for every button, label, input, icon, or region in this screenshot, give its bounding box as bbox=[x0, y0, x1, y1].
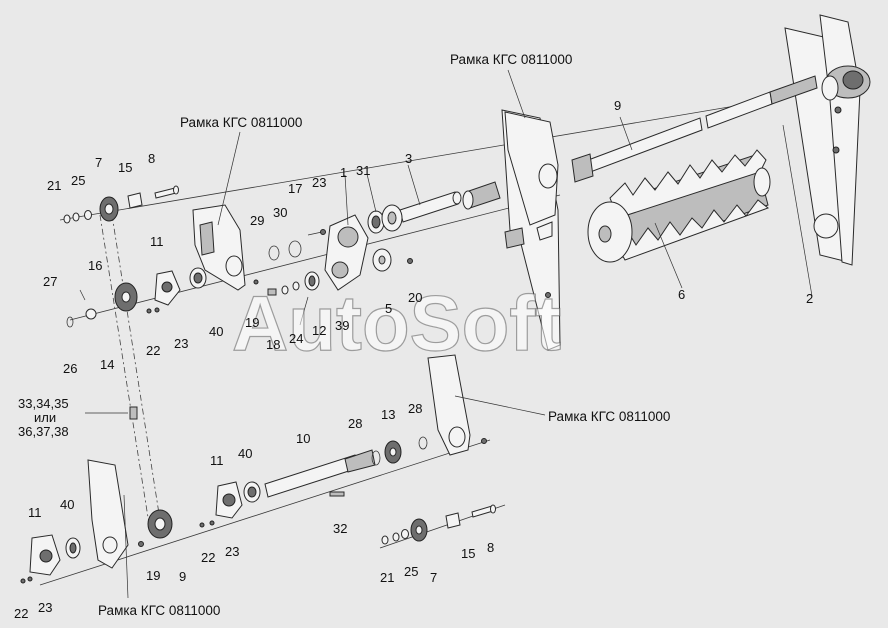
multi-label-line1: 33,34,35 bbox=[18, 396, 69, 411]
watermark-text: AutoSoft bbox=[232, 279, 561, 367]
callout-40-upper: 40 bbox=[209, 324, 223, 339]
callout-31: 31 bbox=[356, 163, 370, 178]
callout-26: 26 bbox=[63, 361, 77, 376]
callout-25-lower: 25 bbox=[404, 564, 418, 579]
chain-link bbox=[129, 406, 138, 420]
callout-21-lower: 21 bbox=[380, 570, 394, 585]
splined-sleeve bbox=[462, 181, 501, 210]
part-callouts: 1 2 3 5 6 7 7 8 8 9 9 10 11 11 11 12 13 … bbox=[14, 98, 813, 621]
callout-8-upper: 8 bbox=[148, 151, 155, 166]
callout-3: 3 bbox=[405, 151, 412, 166]
shaft-9 bbox=[571, 75, 818, 183]
callout-7-lower: 7 bbox=[430, 570, 437, 585]
callout-19-lower: 19 bbox=[146, 568, 160, 583]
callout-28-right: 28 bbox=[408, 401, 422, 416]
frame-label-top: Рамка КГС 0811000 bbox=[450, 52, 572, 67]
callout-7-upper: 7 bbox=[95, 155, 102, 170]
lower-parts bbox=[20, 354, 487, 584]
callout-14: 14 bbox=[100, 357, 114, 372]
callout-2: 2 bbox=[806, 291, 813, 306]
callout-22-middle: 22 bbox=[201, 550, 215, 565]
side-frame-center bbox=[501, 109, 561, 351]
callout-15-lower: 15 bbox=[461, 546, 475, 561]
multi-label-line2: или bbox=[34, 410, 56, 425]
multi-label-line3: 36,37,38 bbox=[18, 424, 69, 439]
upper-left-parts bbox=[63, 185, 207, 328]
callout-11-middle: 11 bbox=[210, 453, 224, 468]
callout-9-upper: 9 bbox=[614, 98, 621, 113]
callout-1: 1 bbox=[340, 165, 347, 180]
frame-label-upper-left: Рамка КГС 0811000 bbox=[180, 115, 302, 130]
callout-5: 5 bbox=[385, 301, 392, 316]
callout-22-upper: 22 bbox=[146, 343, 160, 358]
callout-15-upper: 15 bbox=[118, 160, 132, 175]
callout-9-lower: 9 bbox=[179, 569, 186, 584]
callout-8-lower: 8 bbox=[487, 540, 494, 555]
callout-11-upper: 11 bbox=[150, 234, 164, 249]
callout-29: 29 bbox=[250, 213, 264, 228]
lower-right-parts bbox=[381, 504, 496, 545]
callout-27: 27 bbox=[43, 274, 57, 289]
callout-40-lower: 40 bbox=[60, 497, 74, 512]
callout-19-upper: 19 bbox=[245, 315, 259, 330]
callout-6: 6 bbox=[678, 287, 685, 302]
upper-parts bbox=[192, 204, 413, 296]
callout-16: 16 bbox=[88, 258, 102, 273]
callout-13: 13 bbox=[381, 407, 395, 422]
callout-23-upper: 23 bbox=[174, 336, 188, 351]
leader-lines bbox=[85, 69, 813, 599]
callout-28-left: 28 bbox=[348, 416, 362, 431]
callout-18: 18 bbox=[266, 337, 280, 352]
callout-20: 20 bbox=[408, 290, 422, 305]
callout-25-upper: 25 bbox=[71, 173, 85, 188]
callout-40-middle: 40 bbox=[238, 446, 252, 461]
callout-30: 30 bbox=[273, 205, 287, 220]
callout-23-top: 23 bbox=[312, 175, 326, 190]
callout-24: 24 bbox=[289, 331, 303, 346]
callout-11-lower: 11 bbox=[28, 505, 42, 520]
frame-label-right: Рамка КГС 0811000 bbox=[548, 409, 670, 424]
auger-drum-6 bbox=[587, 149, 771, 263]
callout-17: 17 bbox=[288, 181, 302, 196]
callout-10: 10 bbox=[296, 431, 310, 446]
hub-assembly bbox=[821, 65, 871, 101]
side-frame-right bbox=[784, 14, 861, 266]
callout-12: 12 bbox=[312, 323, 326, 338]
frame-label-bottom: Рамка КГС 0811000 bbox=[98, 603, 220, 618]
callout-23-middle: 23 bbox=[225, 544, 239, 559]
callout-21-upper: 21 bbox=[47, 178, 61, 193]
callout-22-lower: 22 bbox=[14, 606, 28, 621]
callout-39: 39 bbox=[335, 318, 349, 333]
shaft-3 bbox=[399, 191, 462, 223]
callout-32: 32 bbox=[333, 521, 347, 536]
callout-23-lower: 23 bbox=[38, 600, 52, 615]
